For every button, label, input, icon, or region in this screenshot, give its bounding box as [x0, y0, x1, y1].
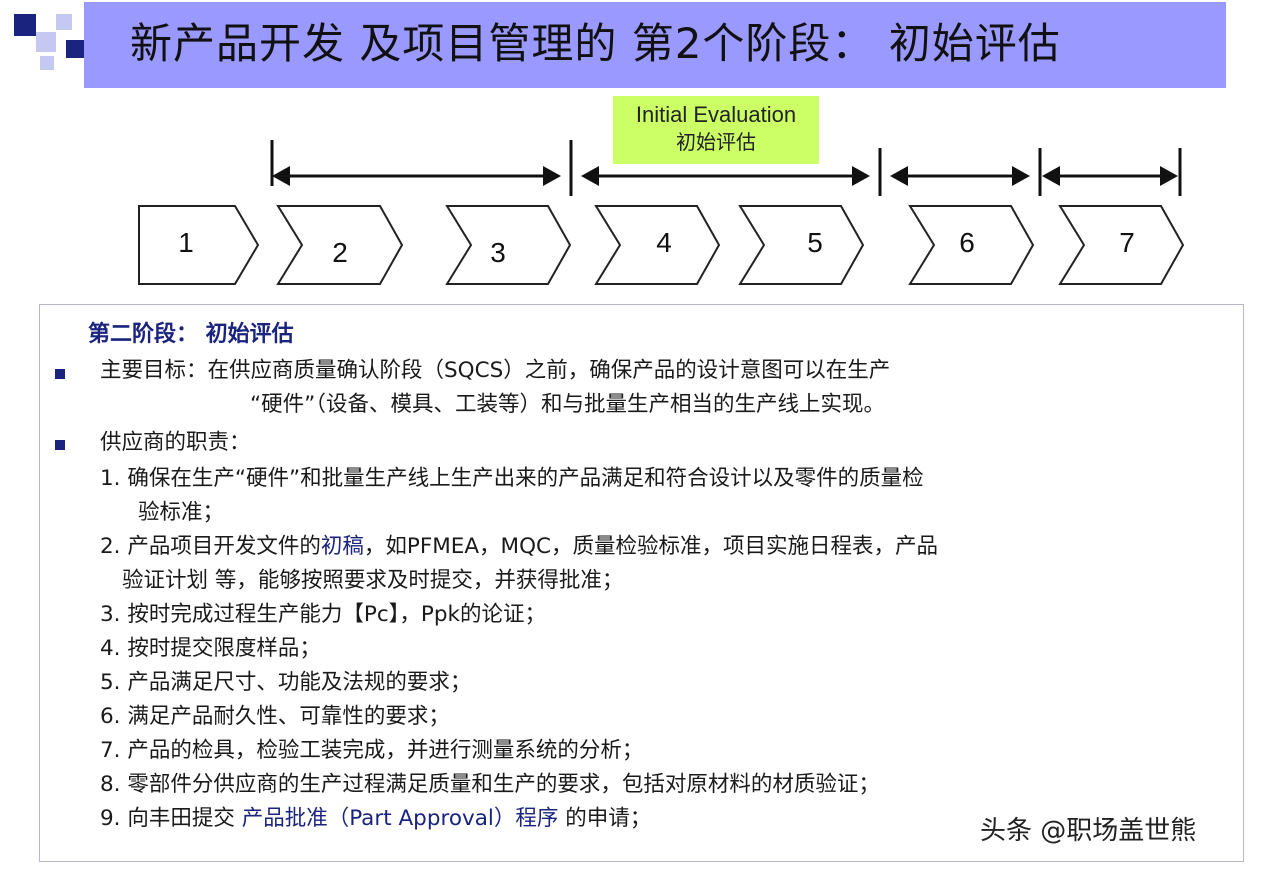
arrow-head-icon: [890, 166, 908, 186]
arrow-head-icon: [272, 166, 290, 186]
stage-number: 3: [490, 237, 506, 268]
watermark: 头条 @职场盖世熊: [980, 816, 1197, 846]
arrow-head-icon: [1012, 166, 1030, 186]
duty-item-2-highlight: 初稿: [320, 534, 364, 559]
arrow-head-icon: [1042, 166, 1060, 186]
stage-chevron-2: [276, 205, 404, 285]
stage-number: 7: [1119, 227, 1135, 258]
duty-title: 供应商的职责：: [100, 430, 251, 455]
phase-label-en: Initial Evaluation: [635, 102, 797, 127]
stage-chevron-7: [1058, 205, 1185, 285]
page-title: 新产品开发 及项目管理的 第2个阶段： 初始评估: [130, 19, 1061, 68]
stage-chevron-5: [738, 205, 865, 285]
stage-number: 4: [656, 227, 672, 258]
stage-number: 6: [959, 227, 975, 258]
duty-item-5: 5. 产品满足尺寸、功能及法规的要求；: [100, 670, 472, 695]
duty-item-9-text: 9. 向丰田提交: [100, 806, 242, 831]
content-box: [39, 304, 1244, 862]
phase-label-box: Initial Evaluation 初始评估: [613, 96, 819, 164]
duty-item-2-text: ，如PFMEA，MQC，质量检验标准，项目实施日程表，产品: [363, 534, 939, 559]
goal-line: “硬件”（设备、模具、工装等）和与批量生产相当的生产线上实现。: [250, 392, 886, 417]
duty-item-8: 8. 零部件分供应商的生产过程满足质量和生产的要求，包括对原材料的材质验证；: [100, 772, 880, 797]
stage-chevron-3: [445, 205, 572, 285]
duty-item-4: 4. 按时提交限度样品；: [100, 636, 321, 661]
duty-item-2-cont: 验证计划 等，能够按照要求及时提交，并获得批准；: [122, 568, 624, 593]
stage-chevron-1: [138, 205, 260, 285]
stage-number: 2: [332, 237, 348, 268]
duty-item-2: 2. 产品项目开发文件的初稿，如PFMEA，MQC，质量检验标准，项目实施日程表…: [100, 532, 938, 562]
goal-line: 主要目标：在供应商质量确认阶段（SQCS）之前，确保产品的设计意图可以在生产: [100, 358, 891, 383]
duty-item-2-text: 2. 产品项目开发文件的: [100, 534, 321, 559]
arrow-head-icon: [1160, 166, 1178, 186]
arrow-head-icon: [581, 166, 599, 186]
duty-item-9-text: 的申请；: [558, 806, 652, 831]
stage-chevron-4: [594, 205, 721, 285]
arrow-head-icon: [852, 166, 870, 186]
stage-number: 5: [807, 227, 823, 258]
title-bar: [84, 2, 1226, 88]
arrow-head-icon: [543, 166, 561, 186]
duty-item-7: 7. 产品的检具，检验工装完成，并进行测量系统的分析；: [100, 738, 644, 763]
duty-item-3: 3. 按时完成过程生产能力【Pc】，Ppk的论证；: [100, 602, 546, 627]
duty-item-9: 9. 向丰田提交 产品批准（Part Approval）程序 的申请；: [100, 804, 651, 834]
duty-item-1-cont: 验标准；: [138, 500, 225, 525]
duty-item-6: 6. 满足产品耐久性、可靠性的要求；: [100, 704, 450, 729]
phase-label-zh: 初始评估: [676, 130, 756, 154]
bullet-square-icon: [55, 369, 65, 379]
stage-number: 1: [178, 227, 194, 258]
duty-item-9-highlight: 产品批准（Part Approval）程序: [241, 806, 559, 831]
bullet-square-icon: [55, 440, 65, 450]
duty-item-1: 1. 确保在生产“硬件”和批量生产线上生产出来的产品满足和符合设计以及零件的质量…: [100, 466, 924, 491]
logo-squares-icon: [14, 14, 84, 70]
stage-diagram: 1 2 3 4 5 6 7: [138, 140, 1185, 285]
section-heading: 第二阶段： 初始评估: [88, 322, 294, 347]
stage-chevron-6: [908, 205, 1035, 285]
